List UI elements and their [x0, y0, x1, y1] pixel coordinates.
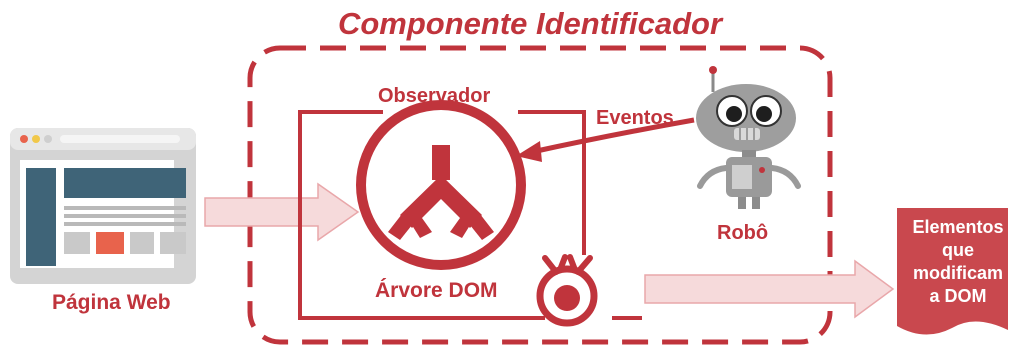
- observer-frame: [298, 110, 642, 320]
- input-arrow: [204, 182, 360, 242]
- output-label-line: a DOM: [929, 286, 987, 306]
- events-arrow: [531, 117, 695, 155]
- observer-label: Observador: [378, 85, 491, 107]
- events-label: Eventos: [596, 107, 674, 129]
- output-label-line: modificam: [912, 263, 1004, 283]
- output-label-line: Elementos: [912, 217, 1004, 237]
- output-document: [897, 208, 1008, 335]
- output-label-line: que: [941, 240, 974, 260]
- dom-tree-label: Árvore DOM: [375, 279, 498, 302]
- robot-label: Robô: [717, 222, 769, 244]
- events-arrowhead: [516, 141, 542, 162]
- component-boundary: [247, 45, 833, 345]
- component-title: Componente Identificador: [337, 6, 723, 41]
- web-page-icon: [10, 128, 196, 284]
- observer-frame-top: [518, 110, 586, 255]
- output-arrow: [644, 259, 895, 319]
- dom-tree-icon: [356, 100, 526, 270]
- robot-icon: [696, 66, 801, 209]
- observer-eye-icon: [536, 254, 598, 327]
- web-page-label: Página Web: [52, 291, 171, 314]
- output-label: Elementos que modificam a DOM: [900, 216, 1011, 308]
